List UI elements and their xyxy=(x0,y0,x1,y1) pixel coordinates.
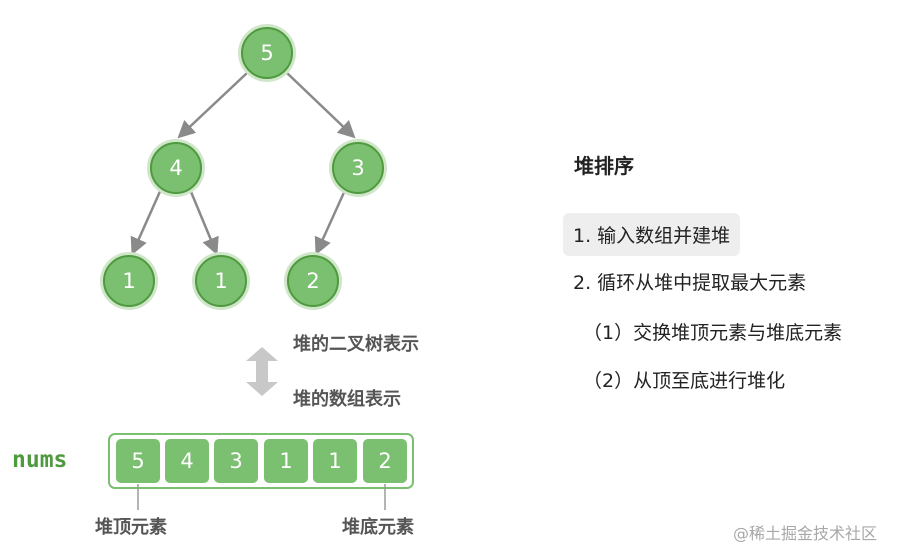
array-cell: 2 xyxy=(363,439,407,483)
tree-node: 5 xyxy=(238,24,296,82)
step-item-highlighted: 1. 输入数组并建堆 xyxy=(563,213,741,256)
tree-node: 1 xyxy=(192,252,250,310)
tree-representation-label: 堆的二叉树表示 xyxy=(293,334,419,355)
heap-bottom-label: 堆底元素 xyxy=(342,517,414,538)
step-item: （1）交换堆顶元素与堆底元素 xyxy=(583,322,843,344)
tree-node-value: 5 xyxy=(260,41,273,65)
step-item: （2）从顶至底进行堆化 xyxy=(583,370,786,392)
tree-node: 1 xyxy=(100,252,158,310)
tree-node-value: 1 xyxy=(122,269,135,293)
tree-edges xyxy=(130,72,356,256)
tree-nodes: 5 4 3 1 1 2 xyxy=(100,24,387,310)
double-arrow-icon xyxy=(246,347,278,396)
steps-title: 堆排序 xyxy=(574,154,634,178)
step-text: 1. 输入数组并建堆 xyxy=(573,225,731,247)
array-cell: 4 xyxy=(165,439,209,483)
edge-3-2 xyxy=(314,187,348,256)
array-cell-value: 5 xyxy=(131,449,144,473)
tree-node-value: 3 xyxy=(351,156,364,180)
watermark: @稀土掘金技术社区 xyxy=(733,524,878,543)
array-representation-label: 堆的数组表示 xyxy=(293,389,401,410)
array-cell-value: 1 xyxy=(328,449,341,473)
heap-top-label: 堆顶元素 xyxy=(95,517,167,538)
tree-node: 2 xyxy=(284,252,342,310)
tree-node: 4 xyxy=(147,139,205,197)
array-cell-value: 3 xyxy=(229,449,242,473)
edge-5-3 xyxy=(286,72,356,139)
edge-5-4 xyxy=(177,72,248,139)
edge-4-1a xyxy=(130,186,164,256)
array-cell-value: 2 xyxy=(378,449,391,473)
array-cell: 1 xyxy=(313,439,357,483)
tree-node-value: 2 xyxy=(306,269,319,293)
tree-node: 3 xyxy=(329,139,387,197)
tree-node-value: 4 xyxy=(169,156,182,180)
heap-array: 5 4 3 1 1 2 xyxy=(108,433,414,489)
edge-4-1b xyxy=(187,186,219,256)
array-cell: 1 xyxy=(264,439,308,483)
tree-node-value: 1 xyxy=(214,269,227,293)
array-cell-value: 4 xyxy=(180,449,193,473)
array-name-label: nums xyxy=(12,447,68,473)
array-cell-value: 1 xyxy=(279,449,292,473)
step-item: 2. 循环从堆中提取最大元素 xyxy=(573,272,807,294)
array-cell: 3 xyxy=(214,439,258,483)
array-cell: 5 xyxy=(116,439,160,483)
